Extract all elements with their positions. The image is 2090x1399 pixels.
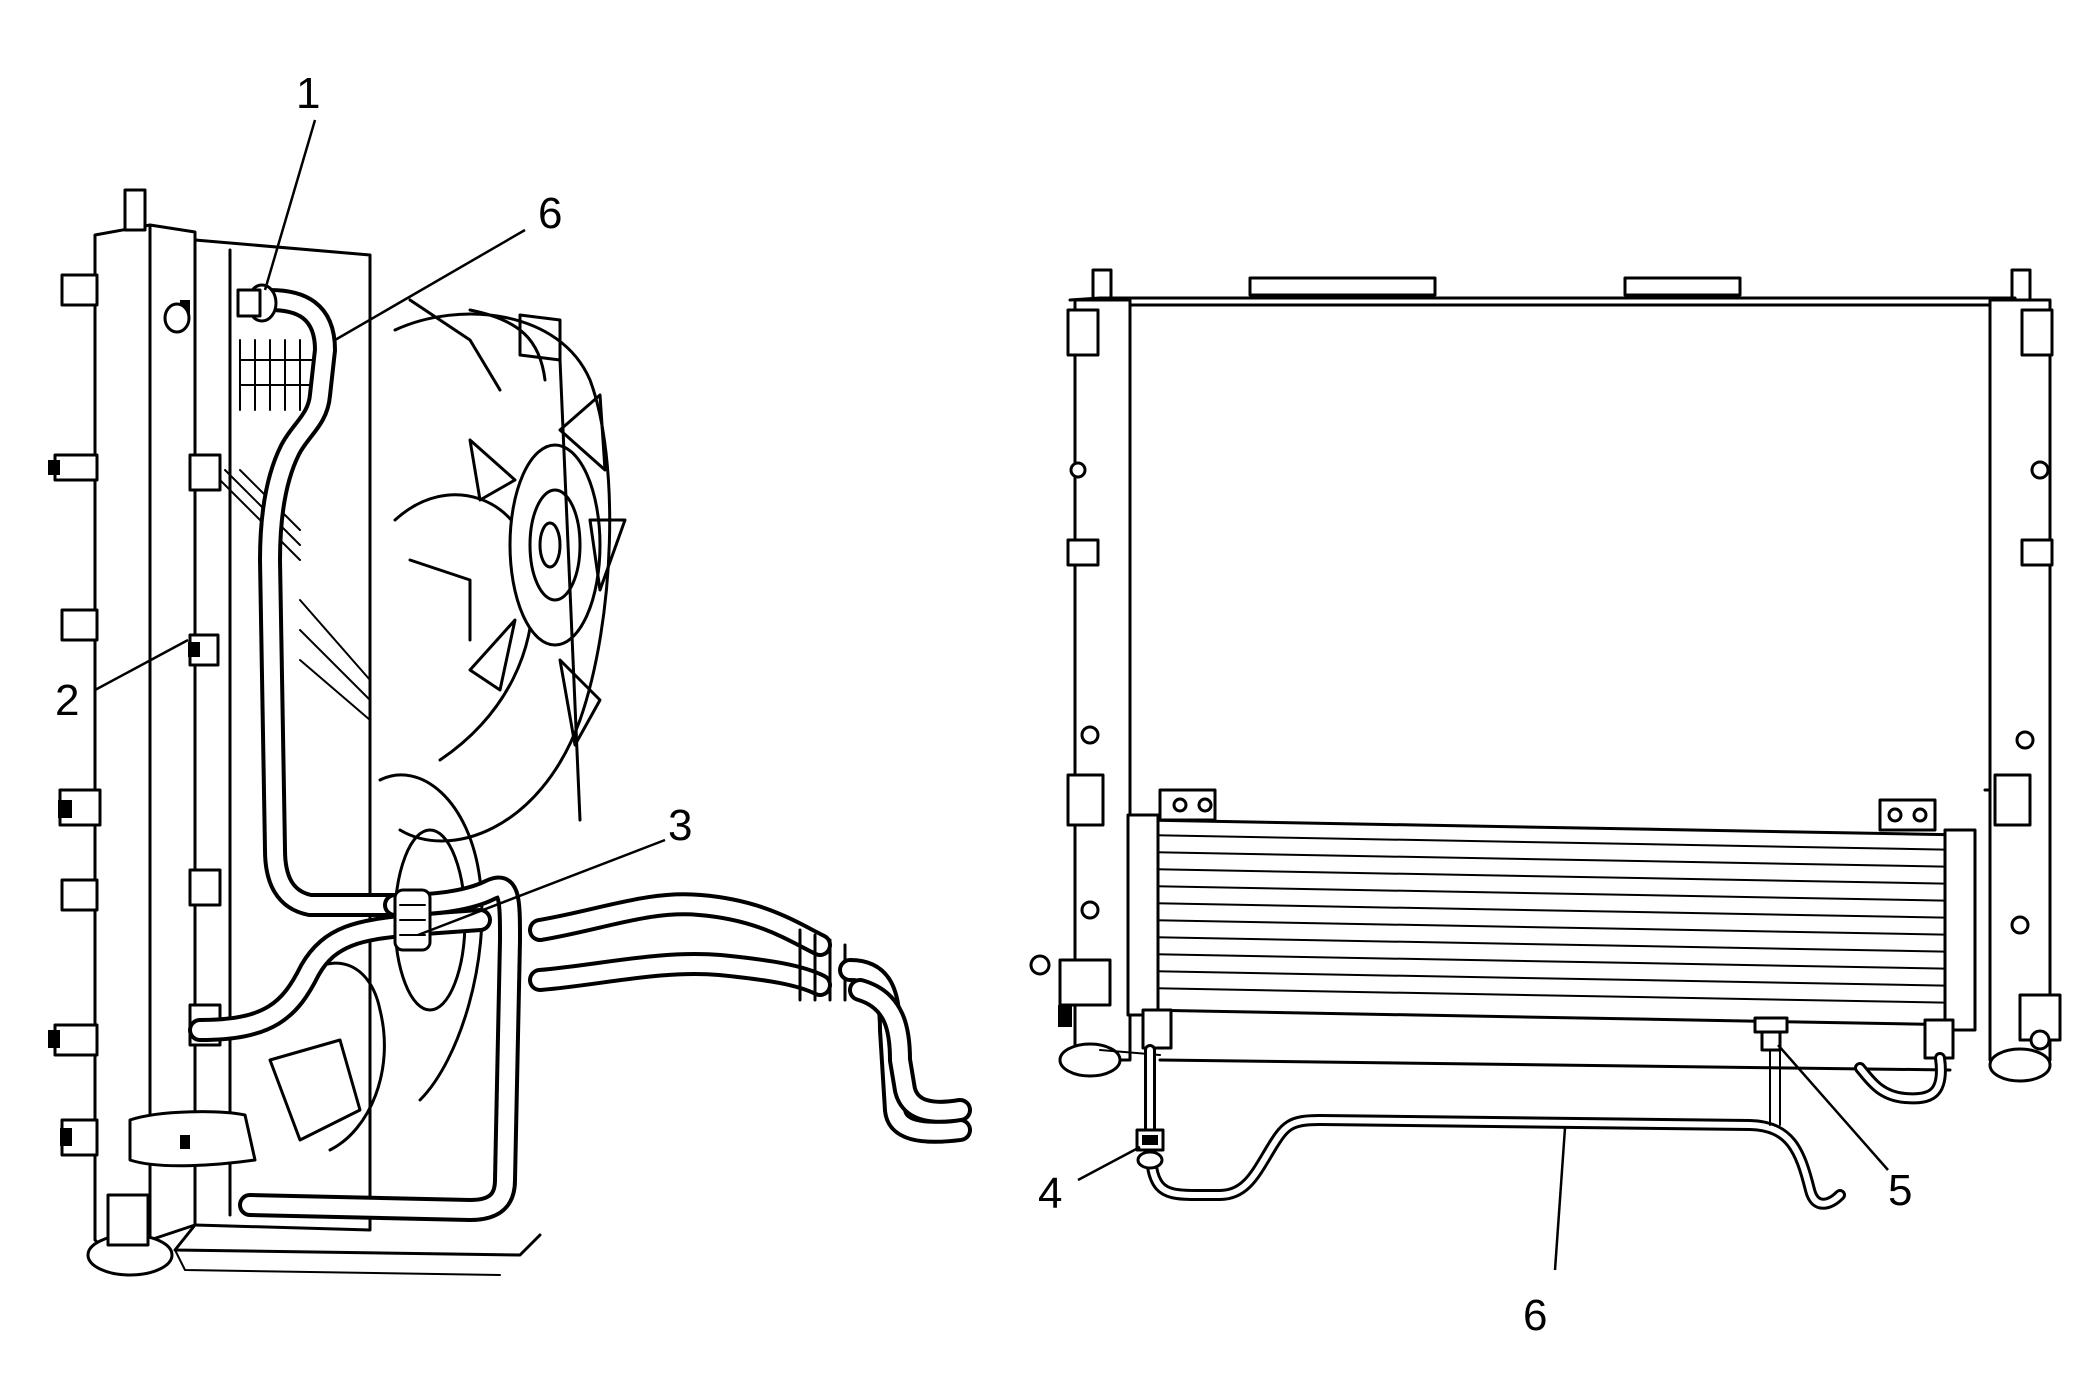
callout-6-right: 6 <box>1523 1291 1547 1340</box>
callout-5: 5 <box>1888 1166 1912 1215</box>
cooling-fan <box>268 298 627 1152</box>
left-tank-brackets <box>1029 308 1122 1078</box>
radiator-side-brackets <box>48 273 102 1157</box>
leader-2 <box>94 638 189 692</box>
leader-1 <box>263 119 317 291</box>
callout-4: 4 <box>1038 1169 1062 1218</box>
leader-5 <box>1777 1044 1889 1171</box>
callouts: 1 6 2 3 4 5 6 <box>55 69 1912 1340</box>
shroud-vents <box>209 339 371 721</box>
callout-3: 3 <box>668 801 692 850</box>
upper-hose-connector <box>163 283 278 334</box>
leader-6-right <box>1553 1127 1567 1271</box>
right-tank-brackets <box>1988 308 2062 1083</box>
leader-6-left <box>334 228 526 342</box>
callout-6-left: 6 <box>538 189 562 238</box>
upper-oil-cooler-hose <box>258 288 407 917</box>
right-view-radiator-oil-cooler <box>1029 268 2062 1210</box>
left-view-radiator-fan-assembly <box>48 188 972 1277</box>
lower-hoses <box>188 875 522 1222</box>
oil-cooler <box>1126 788 1977 1060</box>
callout-2: 2 <box>55 676 79 725</box>
leader-3 <box>417 838 666 937</box>
callout-1: 1 <box>296 69 320 118</box>
oil-cooler-pipe <box>1135 1044 1947 1210</box>
outlet-hoses-to-engine <box>528 892 972 1144</box>
leader-4 <box>1077 1145 1141 1182</box>
hose-clip-bracket <box>188 453 222 1047</box>
